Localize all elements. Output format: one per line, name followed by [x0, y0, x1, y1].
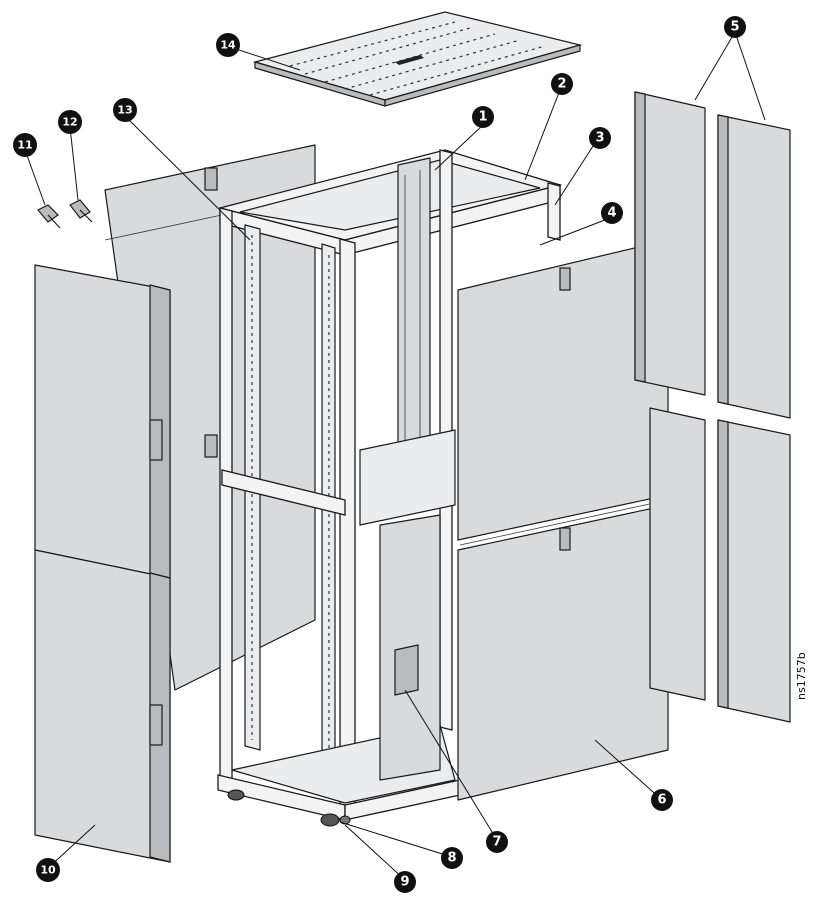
- callout-3: 3: [589, 127, 611, 149]
- callout-10: 10: [36, 858, 60, 882]
- svg-text:13: 13: [117, 104, 132, 117]
- svg-text:14: 14: [220, 39, 236, 52]
- svg-text:4: 4: [607, 206, 616, 221]
- svg-text:1: 1: [478, 110, 487, 125]
- rack-frame: [217, 149, 563, 827]
- callout-badges: 1 2 3 4 5 6 7 8 9 10 11 12 13 14: [13, 16, 746, 893]
- callout-5: 5: [724, 16, 746, 38]
- svg-text:9: 9: [400, 875, 409, 890]
- callout-12: 12: [58, 110, 82, 134]
- callout-13: 13: [113, 98, 137, 122]
- callout-2: 2: [551, 73, 573, 95]
- svg-text:2: 2: [557, 77, 566, 92]
- callout-9: 9: [394, 871, 416, 893]
- callout-6: 6: [651, 789, 673, 811]
- roof-panel: [252, 11, 583, 107]
- svg-text:6: 6: [657, 793, 666, 808]
- svg-text:5: 5: [730, 20, 739, 35]
- callout-11: 11: [13, 133, 37, 157]
- svg-text:11: 11: [17, 139, 32, 152]
- svg-text:8: 8: [447, 851, 456, 866]
- callout-7: 7: [486, 831, 508, 853]
- svg-text:10: 10: [40, 864, 56, 877]
- callout-14: 14: [216, 33, 240, 57]
- front-door: [34, 264, 171, 863]
- callout-8: 8: [441, 847, 463, 869]
- svg-text:3: 3: [595, 131, 604, 146]
- svg-text:12: 12: [62, 116, 77, 129]
- callout-4: 4: [601, 202, 623, 224]
- keys: [37, 199, 93, 229]
- rear-split-doors: [634, 91, 791, 723]
- callout-leaders: [24, 31, 766, 881]
- side-panels: [457, 239, 669, 801]
- drawing-code: ns1757b: [795, 652, 808, 700]
- callout-1: 1: [472, 106, 494, 128]
- svg-text:7: 7: [492, 835, 501, 850]
